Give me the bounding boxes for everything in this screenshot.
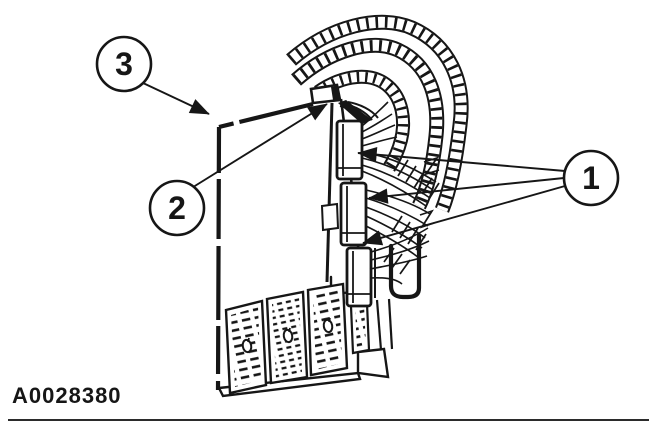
panel-left-edge xyxy=(215,126,222,391)
connector-1 xyxy=(335,119,364,181)
mounting-bracket xyxy=(388,233,422,300)
callout-circle xyxy=(562,149,620,207)
leader-line xyxy=(362,185,566,246)
leader-line xyxy=(368,177,565,204)
fuse-bank-3 xyxy=(306,282,349,377)
callout-label: 3 xyxy=(115,46,133,82)
panel-bottom-edge xyxy=(217,371,362,398)
callout-2: 2 xyxy=(148,103,328,237)
harness-connectors xyxy=(320,119,373,308)
leader-line xyxy=(357,146,566,172)
leader-line xyxy=(142,82,210,115)
connector-3 xyxy=(345,246,373,308)
connector-rail xyxy=(325,102,334,283)
leader-line xyxy=(189,103,328,190)
conduit-band-outer xyxy=(286,14,469,213)
figure-code: A0028380 xyxy=(12,383,122,408)
screw-slot xyxy=(282,328,294,344)
callout-label: 2 xyxy=(168,190,186,226)
fuse-bank-2 xyxy=(265,290,309,385)
panel-side-face xyxy=(356,347,390,379)
callout-circle xyxy=(95,35,153,93)
panel-side-line-2 xyxy=(387,298,394,350)
wiring-harness-conduit xyxy=(286,14,469,213)
panel-side-line-1 xyxy=(375,299,383,351)
screw-slot xyxy=(241,338,253,354)
conduit-band-inner xyxy=(314,69,411,172)
connector-2 xyxy=(339,181,368,247)
panel-top-edge xyxy=(218,101,314,130)
conduit-band-middle xyxy=(291,37,445,210)
callout-label: 1 xyxy=(582,160,600,196)
panel-mounting-tab xyxy=(309,83,342,105)
fuse-junction-panel xyxy=(215,83,394,398)
wire-fan-top xyxy=(361,101,398,147)
fuse-bank-1 xyxy=(224,299,268,395)
callout-3: 3 xyxy=(95,35,210,115)
screw-slot xyxy=(322,318,334,334)
callout-circle xyxy=(148,179,206,237)
callout-1: 1 xyxy=(357,146,620,246)
connector-latch xyxy=(320,202,340,232)
